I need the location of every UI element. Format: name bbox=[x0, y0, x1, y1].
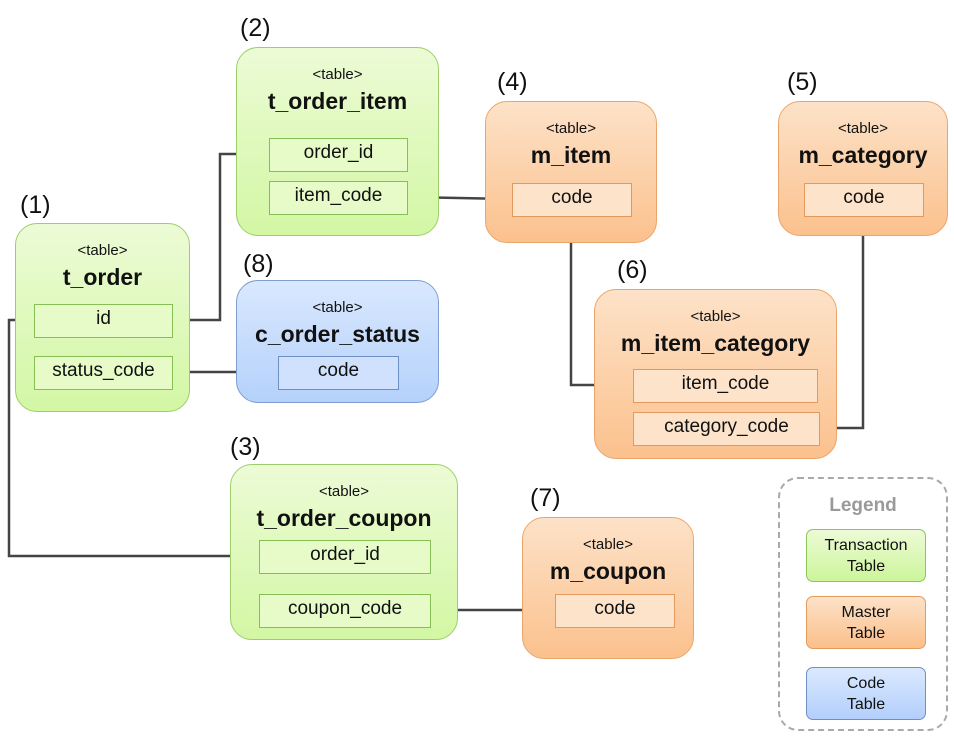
table-stereotype: <table> bbox=[312, 66, 363, 83]
field-item-code[interactable]: item_code bbox=[633, 369, 818, 403]
field-code[interactable]: code bbox=[804, 183, 924, 217]
field-status-code[interactable]: status_code bbox=[34, 356, 173, 390]
table-name: m_coupon bbox=[549, 558, 667, 584]
field-code[interactable]: code bbox=[278, 356, 399, 390]
table-stereotype: <table> bbox=[837, 120, 889, 137]
table-number: (6) bbox=[617, 256, 648, 284]
field-order-id[interactable]: order_id bbox=[269, 138, 408, 172]
table-number: (5) bbox=[787, 68, 818, 96]
table-name: m_category bbox=[798, 142, 928, 168]
field-id[interactable]: id bbox=[34, 304, 173, 338]
table-t-order-item[interactable]: <table> t_order_item order_id item_code bbox=[236, 47, 439, 236]
table-name: m_item bbox=[530, 142, 612, 168]
table-name: c_order_status bbox=[255, 321, 420, 347]
field-category-code[interactable]: category_code bbox=[633, 412, 820, 446]
table-m-category[interactable]: <table> m_category code bbox=[778, 101, 948, 236]
field-item-code[interactable]: item_code bbox=[269, 181, 408, 215]
table-c-order-status[interactable]: <table> c_order_status code bbox=[236, 280, 439, 403]
table-name: t_order_item bbox=[267, 88, 408, 114]
table-m-coupon[interactable]: <table> m_coupon code bbox=[522, 517, 694, 659]
field-coupon-code[interactable]: coupon_code bbox=[259, 594, 431, 628]
table-number: (2) bbox=[240, 14, 271, 42]
table-number: (7) bbox=[530, 484, 561, 512]
legend: Legend Transaction Table Master Table Co… bbox=[778, 477, 948, 731]
table-t-order[interactable]: <table> t_order id status_code bbox=[15, 223, 190, 412]
table-m-item-category[interactable]: <table> m_item_category item_code catego… bbox=[594, 289, 837, 459]
table-number: (1) bbox=[20, 191, 51, 219]
table-number: (8) bbox=[243, 250, 274, 278]
table-m-item[interactable]: <table> m_item code bbox=[485, 101, 657, 243]
table-number: (4) bbox=[497, 68, 528, 96]
table-stereotype: <table> bbox=[690, 308, 741, 325]
legend-item-code: Code Table bbox=[806, 667, 926, 720]
table-stereotype: <table> bbox=[77, 242, 128, 259]
table-number: (3) bbox=[230, 433, 261, 461]
table-name: m_item_category bbox=[620, 330, 811, 356]
field-code[interactable]: code bbox=[512, 183, 632, 217]
table-stereotype: <table> bbox=[582, 536, 634, 553]
table-t-order-coupon[interactable]: <table> t_order_coupon order_id coupon_c… bbox=[230, 464, 458, 640]
table-stereotype: <table> bbox=[312, 299, 363, 316]
table-stereotype: <table> bbox=[318, 483, 370, 500]
field-order-id[interactable]: order_id bbox=[259, 540, 431, 574]
table-stereotype: <table> bbox=[545, 120, 597, 137]
legend-item-master: Master Table bbox=[806, 596, 926, 649]
table-name: t_order bbox=[62, 264, 143, 290]
table-name: t_order_coupon bbox=[256, 505, 432, 531]
legend-title: Legend bbox=[829, 495, 897, 516]
field-code[interactable]: code bbox=[555, 594, 675, 628]
legend-item-transaction: Transaction Table bbox=[806, 529, 926, 582]
